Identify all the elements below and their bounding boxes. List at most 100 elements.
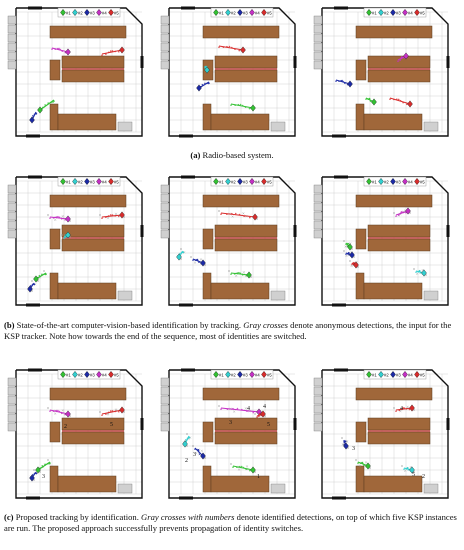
cabinet-shelf (160, 211, 170, 221)
table-bottom-left (202, 465, 212, 493)
cabinet-shelf (7, 404, 17, 414)
track-point (192, 259, 194, 261)
door-bottom (332, 134, 346, 138)
legend: #1#2#3#4#5 (57, 369, 121, 380)
cabinet-shelf (160, 377, 170, 387)
legend-label: #3 (396, 11, 401, 16)
track-head (119, 211, 125, 219)
track-head (246, 271, 252, 279)
cabinet-bottom (423, 121, 439, 132)
detection-cross (342, 249, 346, 253)
detection-cross (189, 255, 193, 259)
legend-marker (366, 370, 372, 379)
track-point (403, 468, 405, 470)
table-top (49, 387, 127, 401)
track-line (230, 103, 254, 109)
track-point (101, 54, 103, 56)
table-left (355, 59, 367, 81)
detection-cross (46, 458, 50, 462)
legend-label: #2 (78, 11, 83, 16)
track-point (58, 47, 60, 50)
legend: #1#2#3#4#5 (210, 176, 274, 187)
cabinet-shelf (313, 184, 323, 194)
cabinet-shelf (160, 422, 170, 432)
cabinet-shelf (7, 15, 17, 25)
floor-plan: #1#2#3#4#5 (6, 4, 152, 140)
door-bottom (179, 303, 193, 307)
legend-marker (225, 370, 231, 379)
cabinet-shelf (7, 202, 17, 212)
legend: #1#2#3#4#5 (57, 7, 121, 18)
legend: #1#2#3#4#5 (363, 369, 427, 380)
legend-marker (213, 8, 219, 17)
caption-a-label: (a) (190, 150, 201, 160)
cabinet-shelf (160, 413, 170, 423)
cabinet (7, 15, 17, 70)
track-point (228, 45, 231, 48)
track-head (27, 285, 33, 293)
table-top (355, 194, 433, 208)
table-center-lower (61, 69, 125, 83)
cabinet-shelf (7, 413, 17, 423)
cabinet-shelf (160, 42, 170, 52)
track-head (347, 80, 353, 88)
detection-cross (345, 254, 348, 257)
door-top (28, 6, 42, 10)
legend-label: #1 (66, 180, 71, 185)
table-center-upper (214, 55, 278, 69)
cabinet-shelf (313, 202, 323, 212)
door-bottom (332, 496, 346, 500)
door-right (140, 56, 144, 68)
door-bottom (26, 303, 40, 307)
legend-label: #1 (372, 180, 377, 185)
legend-marker (84, 370, 90, 379)
track-head (182, 440, 188, 448)
track-head (119, 46, 125, 54)
cabinet-shelf (7, 220, 17, 230)
cabinet-shelf (313, 60, 323, 70)
detection-number: 3 (193, 452, 196, 458)
legend-marker (237, 177, 243, 186)
legend-label: #4 (102, 373, 107, 378)
cabinet-shelf (7, 377, 17, 387)
floor-plan: #1#2#3#4#5 (312, 4, 458, 140)
track-line (51, 47, 69, 53)
cabinet-shelf (7, 51, 17, 61)
cabinet-shelf (7, 60, 17, 70)
track-point (248, 107, 251, 110)
tracks (176, 209, 259, 279)
caption-a-text: Radio-based system. (202, 150, 274, 160)
caption-c-text2: denote identified detections, on top of … (4, 512, 457, 533)
table-left (355, 421, 367, 443)
legend-marker (96, 177, 102, 186)
table-top (355, 25, 433, 39)
legend-label: #2 (231, 180, 236, 185)
table-center-upper (214, 417, 278, 431)
caption-b-label: (b) (4, 320, 15, 330)
track-head (37, 106, 43, 114)
track-point (49, 217, 51, 219)
detection-cross (98, 410, 102, 414)
table-bottom (57, 113, 117, 131)
cabinet-shelf (160, 229, 170, 239)
legend-marker (414, 8, 420, 17)
detection-number: 4 (263, 404, 266, 410)
track-point (232, 466, 234, 468)
table-center-lower (61, 238, 125, 252)
legend-label: #5 (267, 11, 272, 16)
legend-label: #2 (231, 373, 236, 378)
track-head (260, 410, 266, 418)
legend-label: #3 (90, 373, 95, 378)
track-line (218, 45, 244, 51)
track-head (65, 410, 71, 418)
detection-cross (412, 267, 416, 271)
cabinet (160, 377, 170, 432)
legend-label: #1 (66, 11, 71, 16)
legend-label: #5 (420, 373, 425, 378)
legend-marker (213, 370, 219, 379)
legend-marker (96, 370, 102, 379)
cabinet-shelf (313, 395, 323, 405)
table-bottom (363, 113, 423, 131)
track-point (397, 60, 399, 62)
